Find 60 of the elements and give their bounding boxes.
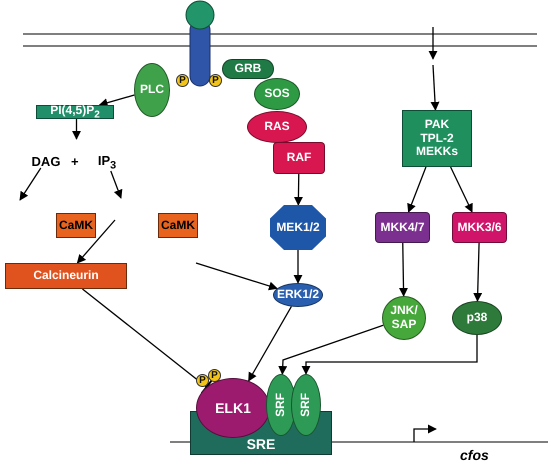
phosphate-marker: P bbox=[176, 74, 189, 87]
arrow bbox=[76, 220, 116, 264]
arrow bbox=[196, 262, 278, 290]
lipid-box bbox=[36, 105, 114, 119]
arrow bbox=[72, 119, 81, 140]
metabolite-label: DAG bbox=[30, 152, 62, 168]
kinase-box bbox=[375, 212, 430, 243]
arrow bbox=[294, 174, 303, 206]
protein-label: Calcineurin bbox=[33, 269, 99, 283]
protein-label: RAF bbox=[286, 151, 312, 165]
arrow bbox=[294, 250, 302, 284]
kinase-box bbox=[158, 213, 198, 238]
arrow bbox=[98, 94, 134, 108]
protein-label: MEKKs bbox=[416, 145, 458, 160]
protein-label: MKK3/6 bbox=[457, 220, 502, 234]
protein-label: MEK1/2 bbox=[276, 220, 320, 234]
arrow bbox=[19, 168, 42, 201]
protein-label: GRB bbox=[234, 62, 262, 76]
protein-label: PLC bbox=[140, 83, 164, 97]
gene-label: cfos bbox=[460, 447, 489, 463]
protein-label: TPL-2 bbox=[420, 132, 454, 146]
protein-label: RAS bbox=[264, 120, 290, 134]
protein-label: PAK bbox=[424, 118, 450, 132]
phosphate-marker: P bbox=[196, 374, 209, 387]
protein-label: p38 bbox=[466, 311, 488, 325]
protein-label: ELK1 bbox=[215, 400, 251, 416]
arrow bbox=[248, 306, 292, 382]
protein-label: CaMK bbox=[58, 218, 93, 232]
protein-label: SRF bbox=[274, 393, 288, 417]
phosphate-marker: P bbox=[209, 74, 222, 87]
kinase-circle bbox=[382, 296, 426, 340]
metabolite-label: IP$_{3}$ bbox=[93, 151, 121, 171]
kinase-box bbox=[273, 142, 325, 174]
arrow bbox=[407, 166, 427, 213]
kinase-box bbox=[452, 212, 507, 243]
arrow bbox=[302, 335, 478, 375]
kinase-ellipse bbox=[452, 301, 502, 335]
phosphate-marker: P bbox=[208, 369, 221, 382]
protein-label: PI(4,5)P$_{2}$ bbox=[50, 104, 100, 120]
kinase-box bbox=[56, 213, 96, 238]
protein-label: CaMK bbox=[160, 218, 195, 232]
arrow bbox=[473, 242, 482, 302]
arrow bbox=[110, 170, 122, 199]
adaptor-pill bbox=[222, 59, 274, 79]
protein-label: MKK4/7 bbox=[380, 220, 424, 234]
kinase-ellipse bbox=[273, 283, 323, 307]
protein-ellipse bbox=[134, 63, 170, 117]
protein-label: ERK1/2 bbox=[276, 288, 320, 302]
arrow bbox=[399, 242, 408, 297]
arrow bbox=[430, 64, 440, 111]
protein-label: SRE bbox=[246, 436, 276, 452]
phosphatase-box bbox=[5, 263, 127, 289]
protein-label: SOS bbox=[264, 87, 290, 101]
kinase-box bbox=[402, 110, 472, 167]
protein-label: JNK/ SAP bbox=[389, 304, 419, 332]
plus-sign: + bbox=[71, 154, 79, 169]
protein-ellipse bbox=[254, 78, 300, 110]
arrow bbox=[450, 166, 473, 213]
protein-label: SRF bbox=[299, 393, 313, 417]
arrow bbox=[278, 324, 384, 376]
